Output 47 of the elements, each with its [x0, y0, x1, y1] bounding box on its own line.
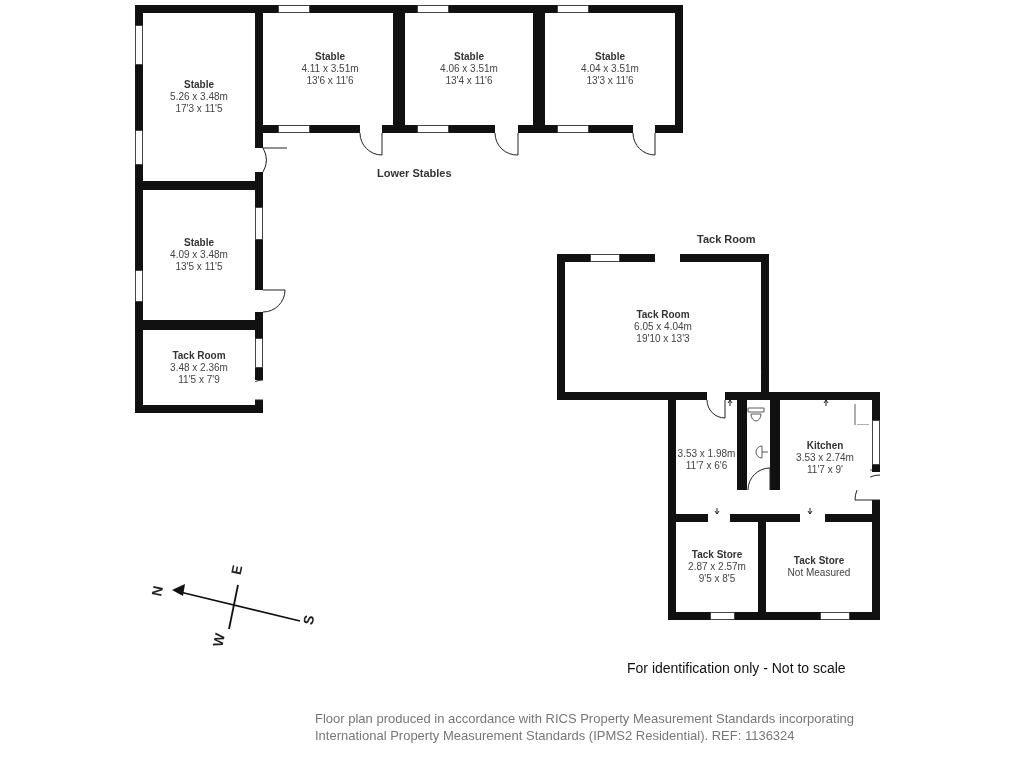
room-dimensions: 5.26 x 3.48m — [170, 91, 228, 103]
room-name: Tack Room — [636, 309, 690, 321]
room-name: Tack Store — [691, 549, 743, 561]
room — [565, 262, 761, 392]
room-name: Stable — [595, 51, 625, 63]
compass-letter: N — [148, 584, 166, 598]
room-dimensions: 3.53 x 2.74m — [796, 451, 854, 464]
room-dimensions: 4.09 x 3.48m — [170, 249, 228, 261]
room-dimensions: 11'7 x 6'6 — [685, 460, 728, 472]
room — [267, 13, 393, 125]
room-dimensions: 11'5 x 7'9 — [178, 373, 220, 386]
disclaimer-note: For identification only - Not to scale — [627, 660, 846, 676]
room-dimensions: 4.11 x 3.51m — [301, 63, 359, 75]
room-dimensions: Not Measured — [787, 567, 851, 579]
room-dimensions: 3.53 x 1.98m — [677, 448, 736, 460]
room-dimensions: 13'5 x 11'5 — [175, 261, 223, 273]
room-name: Kitchen — [806, 439, 844, 452]
room — [143, 330, 255, 405]
compass-letter: E — [227, 563, 246, 577]
building-name: Lower Stables — [377, 167, 452, 179]
compass-letter: S — [299, 613, 318, 627]
compass-letter: W — [209, 631, 228, 649]
room — [143, 190, 255, 320]
room-name: Tack Store — [793, 555, 845, 567]
room-dimensions: 3.48 x 2.36m — [170, 361, 228, 374]
room-dimensions: 4.04 x 3.51m — [581, 63, 639, 75]
room-dimensions: 17'3 x 11'5 — [175, 103, 223, 115]
room-dimensions: 9'5 x 8'5 — [698, 573, 736, 585]
room-dimensions: 6.05 x 4.04m — [634, 321, 692, 333]
room-name: Stable — [184, 79, 214, 91]
room-dimensions: 13'3 x 11'6 — [586, 75, 634, 87]
room-dimensions: 11'7 x 9' — [807, 463, 843, 476]
room-name: Stable — [315, 51, 345, 63]
room-dimensions: 13'4 x 11'6 — [445, 75, 493, 87]
room-dimensions: 19'10 x 13'3 — [636, 333, 690, 345]
room-name: Stable — [184, 237, 214, 249]
room-dimensions: 13'6 x 11'6 — [306, 75, 354, 87]
room-name: Stable — [454, 51, 484, 63]
room — [405, 13, 533, 125]
footer-note: Floor plan produced in accordance with RICS Property Measurement Standards incorporating International Property Measurement Standards (IPMS2 Residential). REF: 1136324 — [315, 710, 856, 744]
room-name: Tack Room — [172, 349, 226, 362]
room — [545, 13, 675, 125]
room — [676, 522, 758, 612]
room — [143, 13, 255, 181]
building-name: Tack Room — [697, 233, 756, 245]
room-dimensions: 4.06 x 3.51m — [440, 63, 498, 75]
room-dimensions: 2.87 x 2.57m — [688, 561, 746, 573]
